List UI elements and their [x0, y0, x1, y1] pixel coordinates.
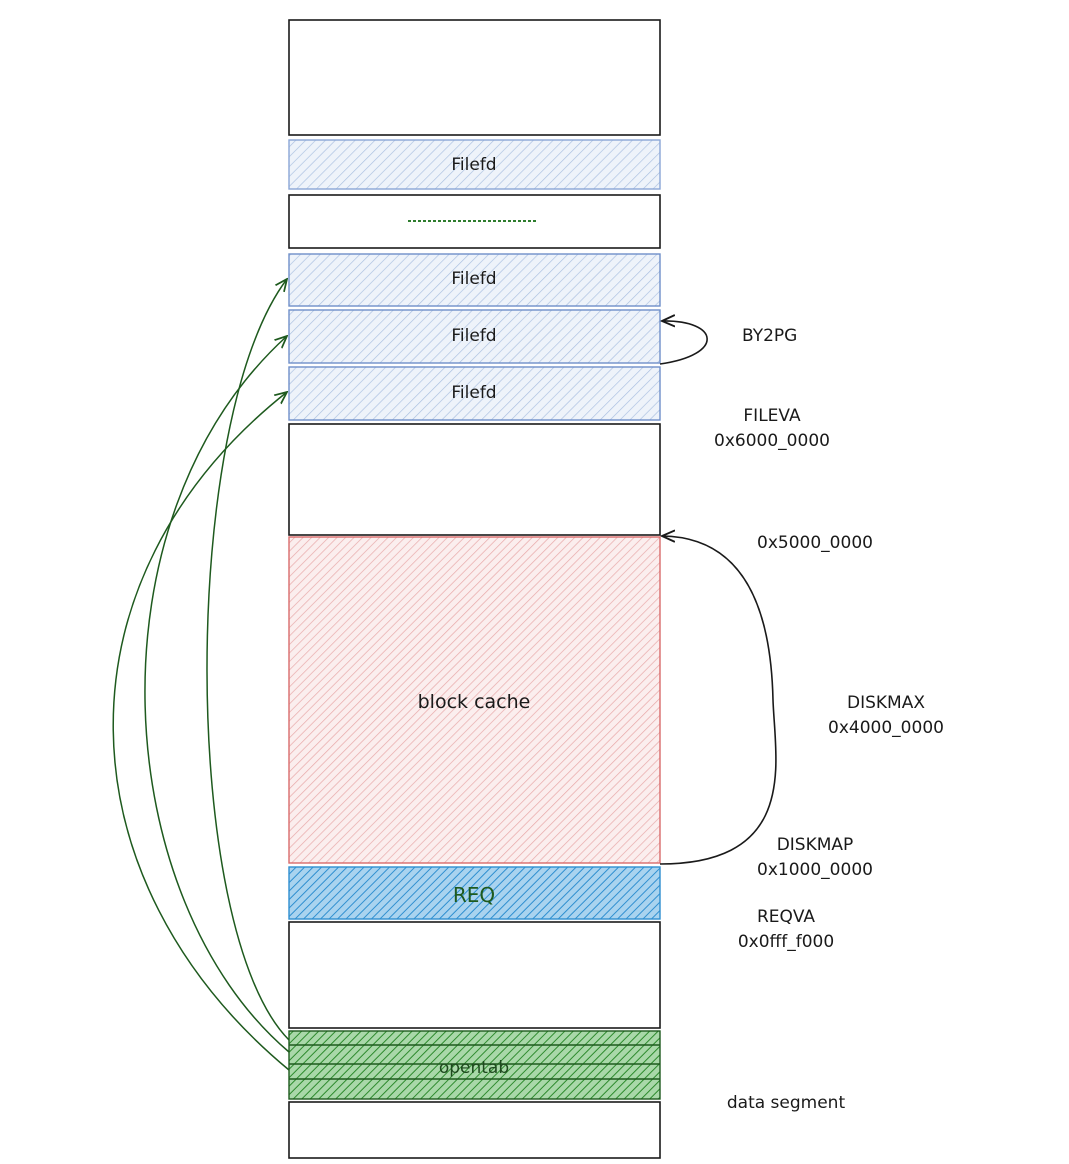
empty-region-top — [288, 19, 661, 136]
opentab-label: opentab — [439, 1058, 509, 1078]
diskmap-label: DISKMAP — [777, 835, 854, 855]
empty-region-bottom — [288, 1101, 661, 1159]
opentab-pointer-arrow-2 — [144, 336, 290, 1053]
filefd-block-3: Filefd — [288, 366, 661, 421]
filefd-label: Filefd — [451, 383, 496, 403]
filefd-block-1: Filefd — [288, 253, 661, 307]
diskmap-address: 0x1000_0000 — [757, 860, 873, 880]
reqva-label: REQVA — [757, 907, 815, 927]
block-cache-label: block cache — [418, 691, 531, 713]
reqva-address: 0x0fff_f000 — [738, 932, 834, 952]
filefd-block-2: Filefd — [288, 309, 661, 364]
opentab-pointer-arrow-3 — [112, 392, 290, 1071]
req-block: REQ — [288, 866, 661, 920]
by2pg-arrow — [659, 321, 708, 365]
filefd-label: Filefd — [451, 155, 496, 175]
fileva-address: 0x6000_0000 — [714, 431, 830, 451]
empty-region-middle — [288, 423, 661, 536]
by2pg-label: BY2PG — [742, 326, 797, 346]
req-label: REQ — [453, 883, 495, 907]
filefd-label: Filefd — [451, 326, 496, 346]
diskmax-address: 0x4000_0000 — [828, 718, 944, 738]
data-segment-label: data segment — [727, 1093, 846, 1113]
gap-block — [288, 194, 661, 249]
empty-region-lower — [288, 921, 661, 1029]
block-cache-region: block cache — [288, 536, 661, 864]
filefd-label: Filefd — [451, 269, 496, 289]
filefd-block-top: Filefd — [288, 139, 661, 190]
opentab-pointer-arrow-1 — [206, 279, 290, 1041]
diskmax-arrow — [659, 536, 777, 865]
diskmax-label: DISKMAX — [847, 693, 925, 713]
opentab-block: opentab — [288, 1030, 661, 1100]
address-5000-label: 0x5000_0000 — [757, 533, 873, 553]
fileva-label: FILEVA — [743, 406, 801, 426]
